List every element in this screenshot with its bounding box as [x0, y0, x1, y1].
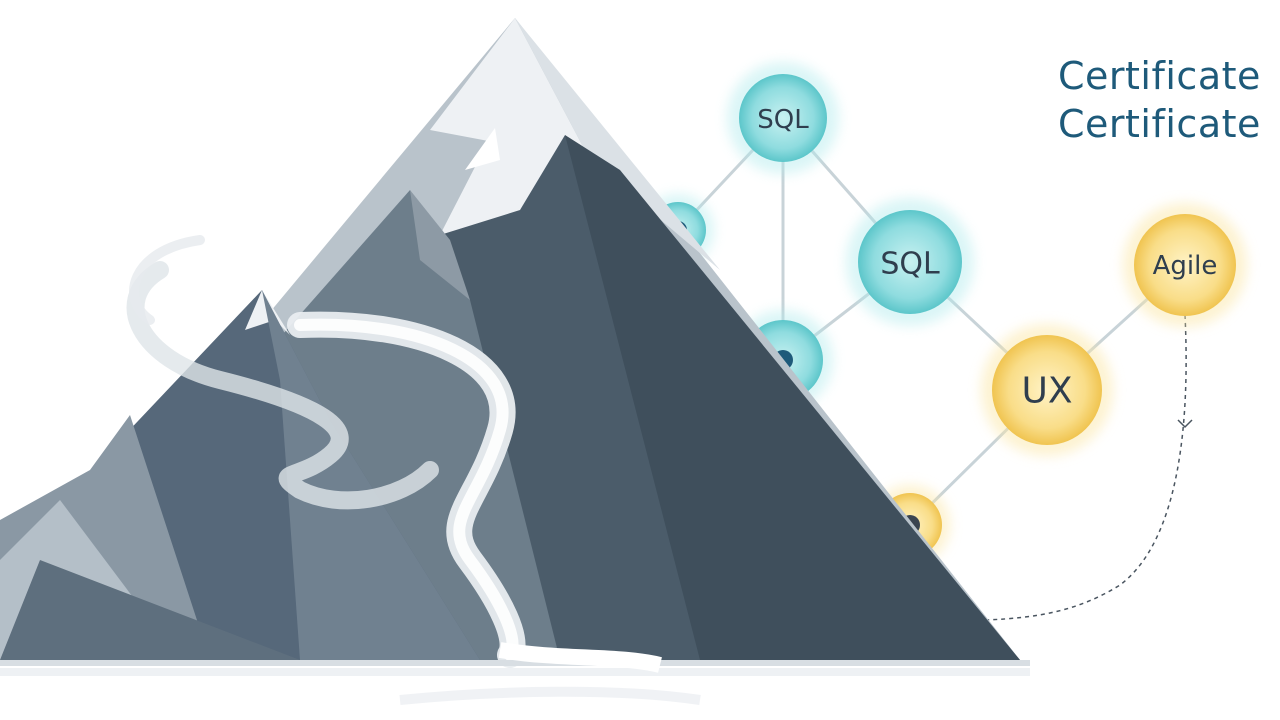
title-line-1: Certificate — [1058, 54, 1261, 98]
node-label: UX — [1021, 371, 1072, 412]
node-ux: UX — [981, 324, 1113, 456]
ground — [0, 642, 1030, 705]
node-label: Agile — [1153, 251, 1218, 281]
node-sql-mid: SQL — [846, 198, 974, 326]
node-label: SQL — [880, 247, 940, 282]
title-line-2: Certificate — [1058, 102, 1261, 146]
node-label: SQL — [757, 105, 809, 135]
mountain-illustration — [0, 18, 1020, 660]
winding-path — [126, 235, 526, 668]
node-agile: Agile — [1123, 203, 1247, 327]
node-sql-top: SQL — [727, 62, 839, 174]
dashed-arrow-icon — [984, 314, 1193, 621]
title-block: Certificate Certificate — [1058, 52, 1278, 148]
